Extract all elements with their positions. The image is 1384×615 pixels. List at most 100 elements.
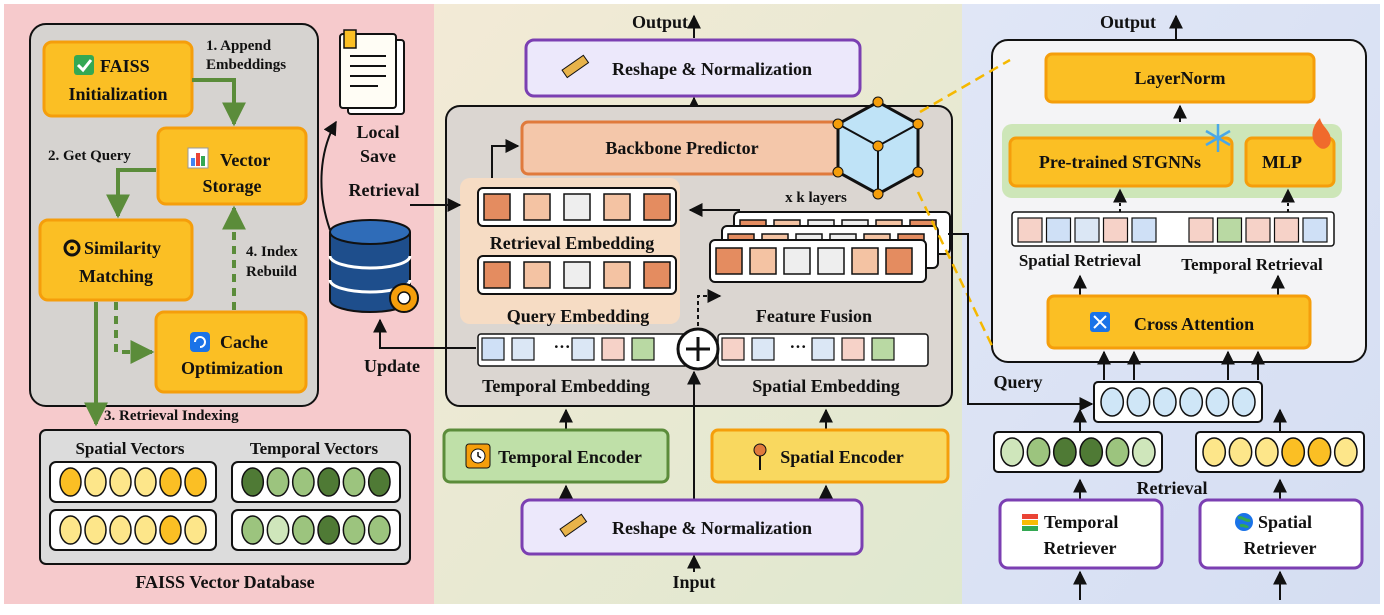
dots-left: ··· — [553, 337, 570, 356]
vector-dot — [134, 467, 157, 497]
alarm-clock-icon — [465, 443, 491, 469]
retrieval-embedding-label: Retrieval Embedding — [490, 233, 655, 253]
retrieval-label: Retrieval — [349, 180, 420, 200]
spatial-retrieved-dot — [1281, 437, 1306, 467]
database-icon — [328, 219, 412, 313]
books-icon — [1022, 514, 1038, 531]
vector-db-title: FAISS Vector Database — [135, 572, 314, 592]
fusion-cell — [715, 247, 743, 275]
layernorm-box — [1044, 52, 1316, 104]
db-gear-icon — [389, 283, 419, 313]
temporal-embedding-cell — [631, 337, 655, 361]
vector-dot — [266, 467, 290, 497]
backbone-predictor-label: Backbone Predictor — [605, 138, 758, 158]
query-dot — [1100, 387, 1125, 417]
refresh-icon — [190, 332, 210, 352]
temporal-embedding-label: Temporal Embedding — [482, 376, 650, 396]
pipeline-arrows — [84, 78, 246, 427]
vector-dot — [367, 515, 391, 545]
temporal-retriever-box — [998, 498, 1164, 570]
temporal-embedding-cell — [571, 337, 595, 361]
spatial-embedding-label: Spatial Embedding — [752, 376, 900, 396]
vector-storage-box — [156, 126, 308, 206]
spatial-embedding-cell — [811, 337, 835, 361]
document-icon — [339, 29, 405, 115]
plus-circle-icon — [676, 327, 720, 371]
step1-label-1: 1. Append — [206, 38, 272, 54]
similarity-line1: Similarity — [84, 238, 161, 258]
globe-icon — [1235, 513, 1253, 531]
query-dot — [1231, 387, 1256, 417]
retrieval-cell — [1302, 217, 1328, 243]
retrieval-cell — [1074, 217, 1100, 243]
spatial-retrieval-label: Spatial Retrieval — [1019, 251, 1142, 270]
vector-dot — [317, 515, 341, 545]
vector-storage-line2: Storage — [203, 176, 262, 196]
query-embedding-cell — [643, 261, 671, 289]
fusion-cell — [885, 247, 913, 275]
fusion-cell — [749, 247, 777, 275]
retrieval-embedding-cell — [603, 193, 631, 221]
cache-line2: Optimization — [181, 358, 283, 378]
retrieval-result-strip — [1011, 211, 1335, 247]
temporal-retrieved-dot — [1131, 437, 1156, 467]
spatial-retrieved-dot — [1307, 437, 1332, 467]
retrieval-embedding-cell — [643, 193, 671, 221]
retrieval-cell — [1188, 217, 1214, 243]
shuffle-icon — [1090, 312, 1110, 332]
spatial-retrieved-dot — [1228, 437, 1253, 467]
spatial-embedding-cell — [721, 337, 745, 361]
retrieval-cell — [1216, 217, 1243, 243]
spatial-encoder-label: Spatial Encoder — [780, 447, 904, 467]
retrieval-embedding-cell — [523, 193, 551, 221]
query-label: Query — [994, 372, 1043, 392]
query-dot — [1126, 387, 1151, 417]
reshape-top-label: Reshape & Normalization — [612, 59, 812, 79]
spatial-embedding-cell — [751, 337, 775, 361]
temporal-retrieved-dot — [1105, 437, 1130, 467]
query-embedding-cell — [603, 261, 631, 289]
temporal-embedding-strip — [477, 333, 689, 367]
temporal-retrieval-label: Temporal Retrieval — [1181, 255, 1323, 274]
query-dot — [1205, 387, 1230, 417]
fusion-cell — [851, 247, 879, 275]
faiss-init-line2: Initialization — [68, 84, 167, 104]
vector-dot — [159, 515, 182, 545]
vector-storage-line1: Vector — [220, 150, 270, 170]
vector-dot — [59, 515, 82, 545]
spatial-retrieved-dot — [1202, 437, 1227, 467]
temporal-retrieved-circles — [993, 431, 1163, 473]
query-embedding-cell — [563, 261, 591, 289]
cross-attention-label: Cross Attention — [1134, 314, 1254, 334]
similarity-line2: Matching — [79, 266, 153, 286]
local-save-line1: Local — [357, 122, 400, 142]
query-dot — [1152, 387, 1177, 417]
feature-fusion-label: Feature Fusion — [756, 306, 872, 326]
ruler-icon-bottom — [559, 513, 588, 538]
similarity-box — [38, 218, 194, 302]
vector-dot — [342, 467, 366, 497]
retrieval-cell — [1102, 217, 1129, 243]
spatial-retrieved-dot — [1254, 437, 1279, 467]
cross-attention-box — [1046, 294, 1312, 350]
step4-label-1: 4. Index — [246, 244, 298, 260]
pretrained-label: Pre-trained STGNNs — [1039, 152, 1201, 172]
right-output: Output — [1100, 12, 1156, 32]
local-save-arrow — [320, 120, 337, 231]
vector-dot — [184, 467, 207, 497]
cache-optimization-box — [154, 310, 308, 394]
fusion-cell — [817, 247, 845, 275]
query-circles — [1093, 381, 1263, 423]
layernorm-label: LayerNorm — [1135, 68, 1226, 88]
vector-dot — [342, 515, 366, 545]
mlp-label: MLP — [1262, 152, 1302, 172]
faiss-init-line1: FAISS — [100, 56, 150, 76]
query-dot — [1179, 387, 1204, 417]
vector-dot — [109, 467, 132, 497]
spatial-encoder-box — [710, 428, 950, 484]
cache-line1: Cache — [220, 332, 268, 352]
query-embedding-cell — [483, 261, 511, 289]
step4-label-2: Rebuild — [246, 264, 298, 280]
vector-dot — [109, 515, 132, 545]
